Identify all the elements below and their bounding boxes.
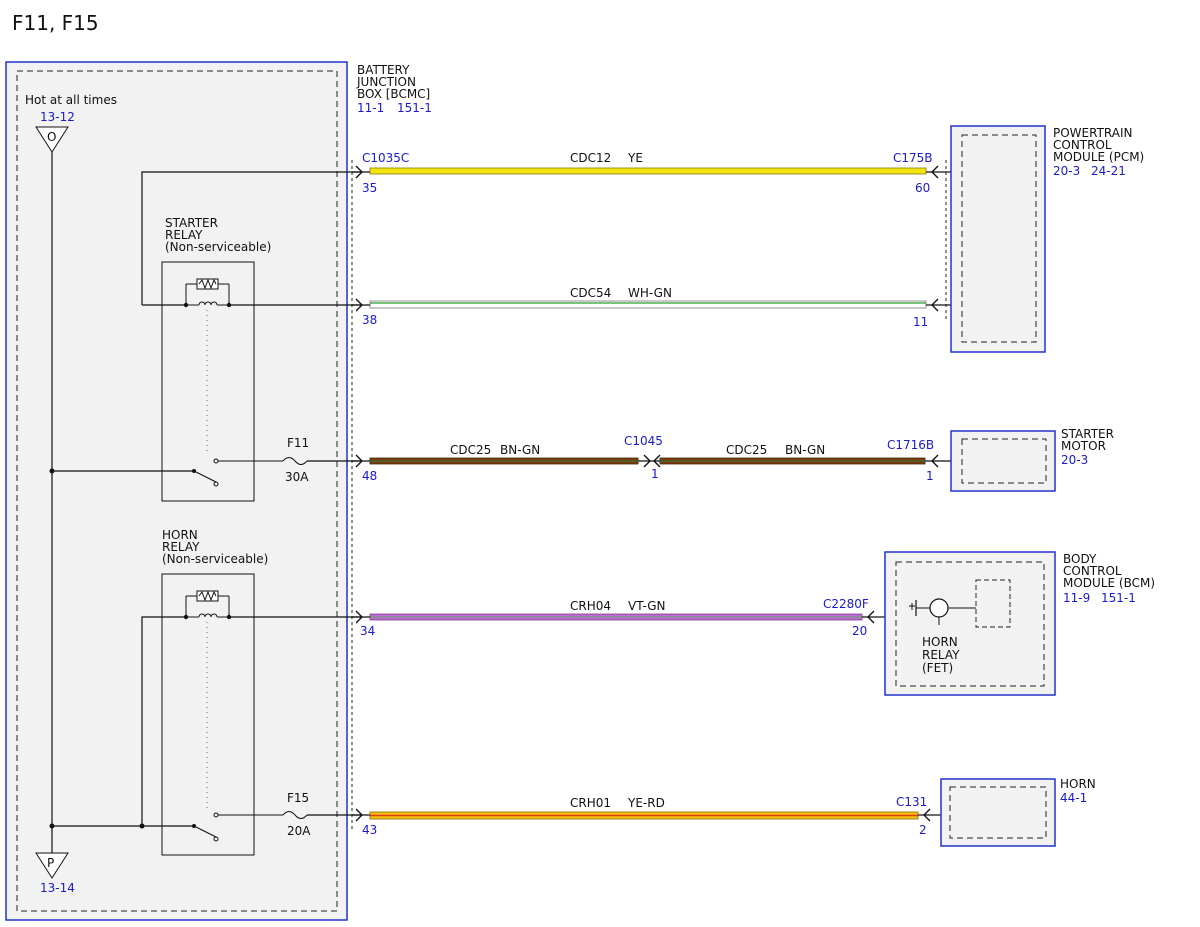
horn-relay-line-1: HORN <box>162 528 198 542</box>
pin-48: 48 <box>362 469 377 483</box>
wire-cdc25-a <box>369 457 639 465</box>
wire-crh04-color: VT-GN <box>628 599 665 613</box>
wire-crh01-color: YE-RD <box>627 796 665 810</box>
bottom-connector-triangle <box>35 852 69 879</box>
bcm-line-1: BODY <box>1063 552 1097 566</box>
fuse-f11-rating: 30A <box>285 470 309 484</box>
hot-at-all-times-label: Hot at all times <box>25 93 117 107</box>
bottom-connector-label: P <box>47 856 54 870</box>
bjb-name-line-2: JUNCTION <box>356 75 416 89</box>
starter-relay-switch <box>52 458 283 487</box>
starter-relay-line-2: RELAY <box>165 228 203 242</box>
conn-c2280f: C2280F <box>823 597 869 611</box>
horn-relay-box <box>161 573 255 856</box>
pin-c1716b-1: 1 <box>926 469 934 483</box>
bcm-ref-1: 11-9 <box>1063 591 1090 605</box>
bcm-ref-2: 151-1 <box>1101 591 1136 605</box>
starter-relay-line-1: STARTER <box>165 216 218 230</box>
pcm-line-2: CONTROL <box>1053 138 1112 152</box>
wire-cdc54 <box>369 300 927 309</box>
fuse-f11-symbol <box>282 457 308 465</box>
conn-c1716b: C1716B <box>887 438 934 452</box>
wire-cdc12-circuit: CDC12 <box>570 151 611 165</box>
horn-relay-line-3: (Non-serviceable) <box>162 552 268 566</box>
bjb-ref-1: 11-1 <box>357 101 384 115</box>
conn-c175b: C175B <box>893 151 933 165</box>
wire-cdc25-a-circuit: CDC25 <box>450 443 491 457</box>
bcm-box <box>884 551 1056 696</box>
wire-cdc54-color: WH-GN <box>628 286 672 300</box>
starter-motor-box <box>950 430 1056 492</box>
wire-crh01-circuit: CRH01 <box>570 796 611 810</box>
wire-cdc12-color: YE <box>627 151 643 165</box>
pin-11: 11 <box>913 315 928 329</box>
pcm-ref-1: 20-3 <box>1053 164 1080 178</box>
horn-coil-ground-feed <box>141 616 186 826</box>
fuse-f15-rating: 20A <box>287 824 311 838</box>
wire-cdc25-a-color: BN-GN <box>500 443 540 457</box>
top-ref: 13-12 <box>40 110 75 124</box>
bottom-ref: 13-14 <box>40 881 75 895</box>
horn-label: HORN <box>1060 777 1096 791</box>
fuse-f15-symbol <box>282 811 308 819</box>
bjb-connector-label: C1035C <box>362 151 409 165</box>
pin-34: 34 <box>360 624 375 638</box>
conn-c131: C131 <box>896 795 927 809</box>
wire-crh01 <box>369 811 919 820</box>
wire-cdc25-b-color: BN-GN <box>785 443 825 457</box>
pin-38: 38 <box>362 313 377 327</box>
bjb-ref-2: 151-1 <box>397 101 432 115</box>
pin-20: 20 <box>852 624 867 638</box>
starter-relay-coil <box>183 278 232 308</box>
top-connector-label: O <box>47 130 56 144</box>
starter-relay-box <box>161 261 255 502</box>
top-connector-triangle <box>35 126 69 153</box>
pin-43: 43 <box>362 823 377 837</box>
pin-2: 2 <box>919 823 927 837</box>
page-title: F11, F15 <box>12 11 99 35</box>
horn-box <box>940 778 1056 847</box>
wire-cdc25-b <box>659 457 926 465</box>
starter-motor-line-1: STARTER <box>1061 427 1114 441</box>
pin-c1045-1: 1 <box>651 467 659 481</box>
horn-relay-line-2: RELAY <box>162 540 200 554</box>
horn-relay-coil <box>183 590 232 620</box>
horn-inner-box <box>949 786 1047 839</box>
bjb-name-line-3: BOX [BCMC] <box>357 87 430 101</box>
wire-crh04-circuit: CRH04 <box>570 599 611 613</box>
pcm-line-1: POWERTRAIN <box>1053 126 1133 140</box>
bjb-inner-box <box>16 70 338 912</box>
bcm-inner-line-1: HORN <box>922 635 958 649</box>
horn-ref: 44-1 <box>1060 791 1087 805</box>
pin-60: 60 <box>915 181 930 195</box>
horn-relay-switch <box>52 812 283 842</box>
fuse-f11-name: F11 <box>287 436 309 450</box>
conn-c1045: C1045 <box>624 434 663 448</box>
wire-crh04 <box>369 613 863 621</box>
pcm-ref-2: 24-21 <box>1091 164 1126 178</box>
bcm-inner-box <box>895 561 1045 687</box>
starter-motor-ref: 20-3 <box>1061 453 1088 467</box>
pcm-line-3: MODULE (PCM) <box>1053 150 1144 164</box>
fuse-f15-name: F15 <box>287 791 309 805</box>
starter-motor-line-2: MOTOR <box>1061 439 1106 453</box>
wire-cdc25-b-circuit: CDC25 <box>726 443 767 457</box>
starter-motor-inner-box <box>961 438 1047 484</box>
bcm-fet-symbol <box>909 579 1011 628</box>
pcm-box <box>950 125 1046 353</box>
wire-cdc12 <box>369 167 927 175</box>
bjb-name-line-1: BATTERY <box>357 63 410 77</box>
bcm-line-3: MODULE (BCM) <box>1063 576 1155 590</box>
wire-cdc54-circuit: CDC54 <box>570 286 611 300</box>
pin-35: 35 <box>362 181 377 195</box>
bcm-inner-line-2: RELAY <box>922 648 960 662</box>
bcm-line-2: CONTROL <box>1063 564 1122 578</box>
pcm-coil-feed-1 <box>141 171 362 305</box>
starter-relay-line-3: (Non-serviceable) <box>165 240 271 254</box>
bcm-inner-line-3: (FET) <box>922 661 953 675</box>
